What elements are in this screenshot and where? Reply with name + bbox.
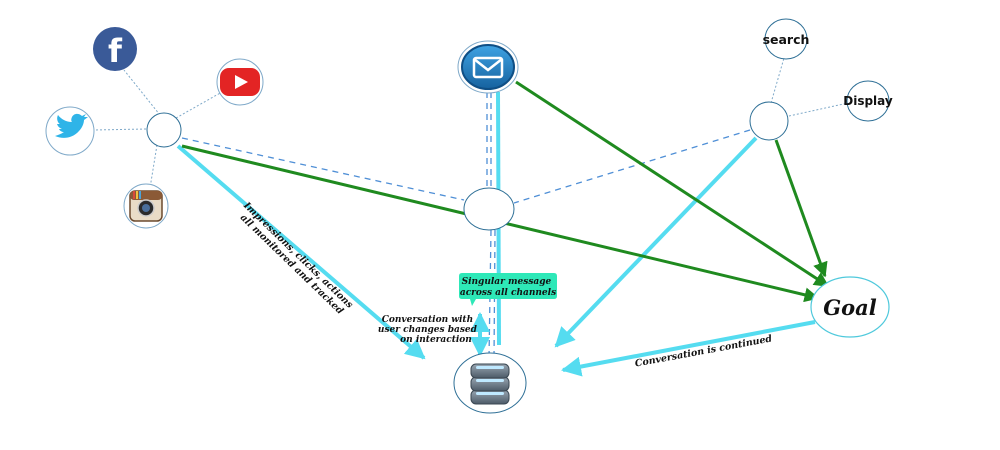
conversation-changes-label: Conversation with user changes based on … bbox=[378, 315, 480, 345]
cyan-social-to-db bbox=[176, 144, 426, 360]
spoke-twitter bbox=[93, 128, 147, 131]
svg-text:Singular message across: Singular message across all channels bbox=[460, 277, 556, 298]
database-icon bbox=[453, 352, 527, 414]
conversation-changes-line-1: Conversation with bbox=[382, 315, 473, 325]
search-label: search bbox=[763, 32, 810, 47]
cyan-arrows bbox=[176, 91, 816, 377]
social-hub-node bbox=[146, 112, 182, 148]
youtube-icon bbox=[216, 58, 264, 106]
display-node: Display bbox=[843, 80, 893, 122]
conversation-changes-line-2: user changes based bbox=[378, 325, 478, 335]
dashed-social-to-center bbox=[181, 137, 465, 201]
green-email-to-goal bbox=[515, 80, 830, 288]
impressions-line-2: all monitored and tracked bbox=[238, 212, 346, 317]
green-arrows bbox=[181, 80, 830, 303]
spoke-facebook bbox=[123, 69, 161, 116]
goal-node: Goal bbox=[810, 276, 890, 338]
instagram-icon bbox=[123, 183, 169, 229]
conversation-changes-line-3: on interaction bbox=[400, 335, 472, 345]
search-hub-node bbox=[749, 101, 789, 141]
search-node: search bbox=[763, 18, 810, 60]
spoke-search bbox=[770, 57, 785, 104]
impressions-label: Impressions, clicks, actions all monitor… bbox=[233, 200, 358, 321]
envelope-icon bbox=[457, 40, 519, 94]
spoke-youtube bbox=[175, 91, 223, 119]
singular-message-callout: Singular message across all channels bbox=[459, 273, 557, 306]
svg-text:f: f bbox=[108, 32, 123, 70]
cyan-search-to-db bbox=[554, 136, 758, 348]
social-hub-spokes bbox=[93, 69, 223, 189]
dashed-search-to-center bbox=[513, 129, 751, 204]
twitter-icon bbox=[45, 106, 95, 156]
spoke-display bbox=[788, 102, 849, 117]
spoke-instagram bbox=[149, 144, 158, 189]
impressions-line-1: Impressions, clicks, actions bbox=[240, 200, 355, 312]
dashed-links bbox=[181, 92, 751, 359]
goal-label: Goal bbox=[823, 295, 877, 320]
center-hub-node bbox=[463, 187, 515, 231]
singular-message-line-2: across all channels bbox=[460, 288, 556, 298]
facebook-icon: f bbox=[93, 27, 137, 71]
display-label: Display bbox=[843, 94, 893, 108]
singular-message-line-1: Singular message bbox=[462, 277, 552, 287]
cyan-goal-to-db bbox=[561, 320, 816, 377]
green-search-to-goal bbox=[774, 139, 828, 278]
